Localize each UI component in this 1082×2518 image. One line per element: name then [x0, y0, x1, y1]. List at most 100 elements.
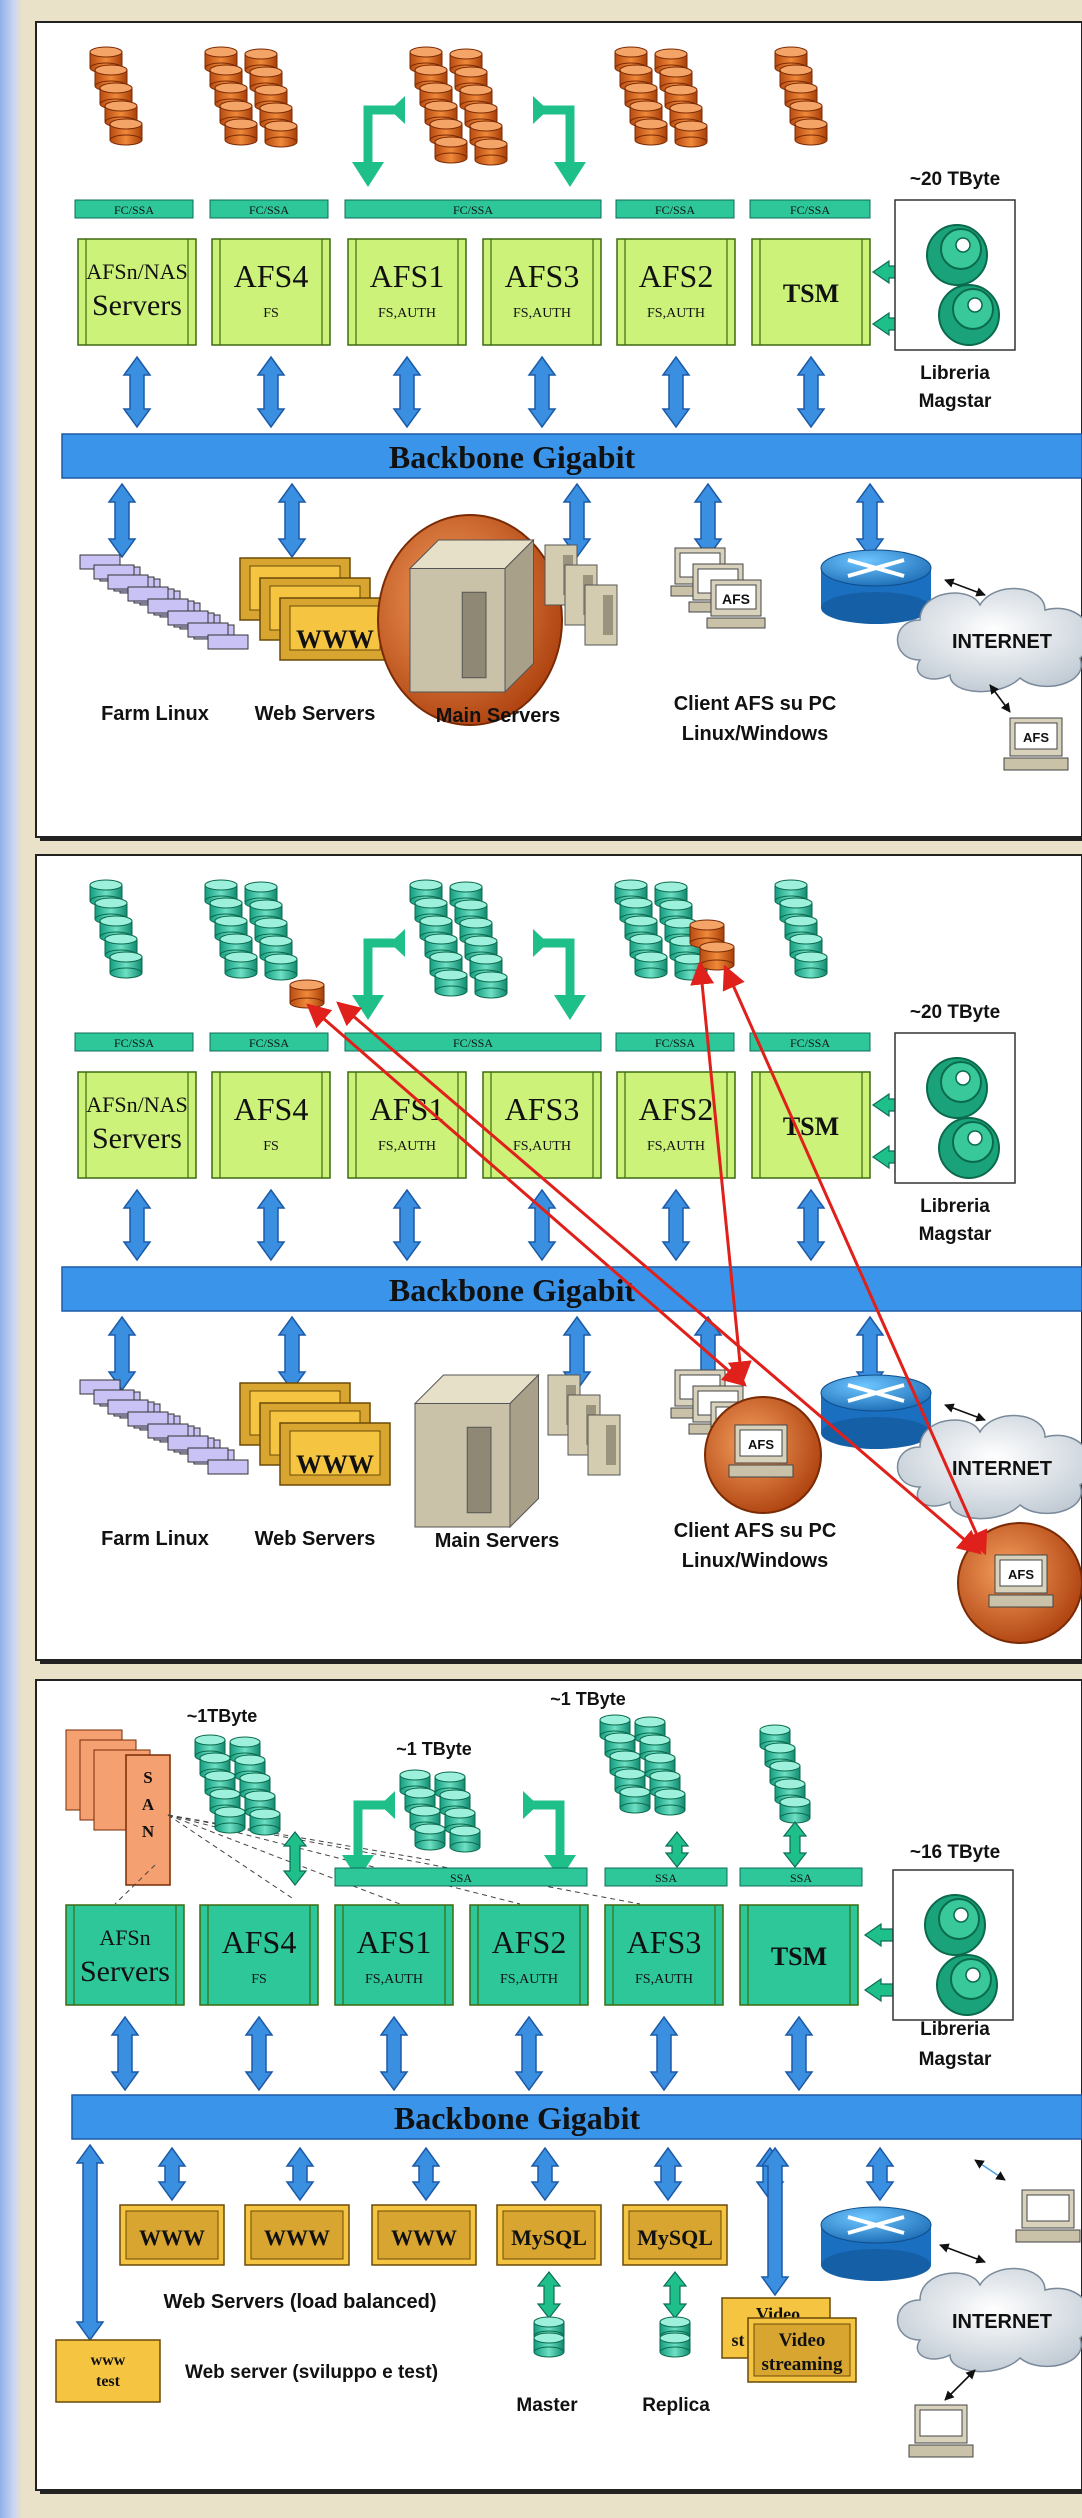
- client-label: Client AFS su PC: [674, 693, 837, 715]
- server-body: [751, 238, 871, 346]
- disk-top: [764, 1742, 796, 1754]
- arrow-head: [390, 929, 405, 957]
- pc-screen: [715, 584, 757, 610]
- web-server-face: [289, 605, 381, 651]
- disk-top: [449, 1825, 481, 1837]
- disk-top: [414, 897, 448, 909]
- disk-top: [104, 100, 138, 112]
- disk-top: [659, 2316, 691, 2328]
- disk-top: [249, 899, 283, 911]
- pc-base: [1003, 757, 1069, 771]
- box-label: streaming: [762, 2354, 843, 2375]
- disk-top: [249, 66, 283, 78]
- disk-icon: [434, 969, 468, 997]
- server-body: [77, 1071, 197, 1179]
- disk-bottom: [659, 2346, 691, 2358]
- disk-icon: [474, 138, 508, 166]
- capacity-label: ~1TByte: [187, 1706, 258, 1726]
- server-name: Servers: [92, 289, 182, 322]
- panel-1-afs-initial: [35, 21, 1082, 838]
- internet-cloud-icon: INTERNET: [896, 587, 1082, 693]
- yellow-box: [55, 2339, 161, 2403]
- disk-top: [289, 979, 325, 991]
- disk-top: [789, 100, 823, 112]
- server-body: [604, 1904, 724, 2006]
- disk-icon: [249, 1808, 281, 1836]
- double-arrow-icon: [865, 2146, 895, 2202]
- rack-unit: [207, 634, 249, 650]
- box-label: www: [91, 2352, 126, 2369]
- disk-icon: [689, 919, 725, 949]
- library-label: Magstar: [919, 2049, 992, 2070]
- server-name: AFS4: [234, 258, 309, 294]
- curved-arrow-icon: [540, 938, 575, 1005]
- replica-label: Replica: [642, 2395, 710, 2416]
- disk-bottom: [264, 136, 298, 148]
- disk-top: [779, 1796, 811, 1808]
- afs-tag: AFS: [748, 1437, 774, 1452]
- disk-bottom: [654, 1804, 686, 1816]
- disk-top: [634, 1716, 666, 1728]
- curved-arrow-icon: [363, 938, 398, 1005]
- san-link-line: [167, 1814, 401, 1905]
- master-label: Master: [516, 2395, 578, 2416]
- server-sub: FS,AUTH: [647, 1139, 705, 1154]
- internet-label: INTERNET: [952, 1458, 1052, 1480]
- curved-arrow-icon: [540, 105, 575, 172]
- pc-clients-icon: AFS: [670, 547, 766, 629]
- disk-bottom: [109, 967, 143, 979]
- disk-bottom: [224, 134, 258, 146]
- disk-top: [239, 1772, 271, 1784]
- disk-top: [614, 1768, 646, 1780]
- disk-top: [199, 1752, 231, 1764]
- double-arrow-icon: [760, 2146, 790, 2297]
- disk-bottom: [109, 134, 143, 146]
- disk-bottom: [619, 1802, 651, 1814]
- double-arrow-icon: [107, 482, 137, 559]
- farm-label: Farm Linux: [101, 703, 209, 725]
- arrow-head: [380, 1791, 395, 1819]
- www-label: WWW: [296, 1450, 374, 1479]
- disk-top: [439, 1789, 471, 1801]
- tape-library-icon: [894, 199, 1016, 351]
- disk-top: [89, 46, 123, 58]
- server-5: TSM: [739, 1904, 859, 2006]
- disk-top: [434, 969, 468, 981]
- farm-label: Farm Linux: [101, 1528, 209, 1550]
- disk-icon: [214, 1806, 246, 1834]
- disk-icon: [264, 953, 298, 981]
- box-label: test: [96, 2373, 121, 2390]
- disk-top: [429, 118, 463, 130]
- box-label: WWW: [264, 2225, 330, 2250]
- server-name: AFS2: [639, 1091, 714, 1127]
- disk-top: [634, 118, 668, 130]
- arrow-head: [533, 929, 548, 957]
- disk-bottom: [699, 959, 735, 971]
- server-box-4: MySQL: [622, 2204, 728, 2266]
- library-label: Magstar: [919, 1224, 992, 1245]
- main-label: Main Servers: [436, 705, 561, 727]
- capacity-label: ~20 TByte: [910, 169, 1000, 190]
- disk-bottom: [634, 967, 668, 979]
- server-5: TSM: [751, 238, 871, 346]
- disk-link-arrow: [664, 1831, 690, 1868]
- pc-base: [728, 1464, 794, 1478]
- server-name: AFS1: [357, 1924, 432, 1960]
- capacity-label: ~1 TByte: [396, 1739, 472, 1759]
- disk-top: [459, 84, 493, 96]
- double-arrow-icon: [653, 2146, 683, 2202]
- bus-label: FC/SSA: [655, 203, 695, 217]
- disk-top: [434, 1771, 466, 1783]
- router-bottom: [821, 1417, 931, 1449]
- bus-label: FC/SSA: [453, 203, 493, 217]
- disk-top: [224, 951, 258, 963]
- disk-top: [469, 120, 503, 132]
- disk-bottom: [794, 134, 828, 146]
- bus-rect: [344, 199, 602, 219]
- bus-rect: [209, 199, 329, 219]
- library-label: Magstar: [919, 391, 992, 412]
- san-link-line: [167, 1814, 641, 1905]
- disk-top: [794, 951, 828, 963]
